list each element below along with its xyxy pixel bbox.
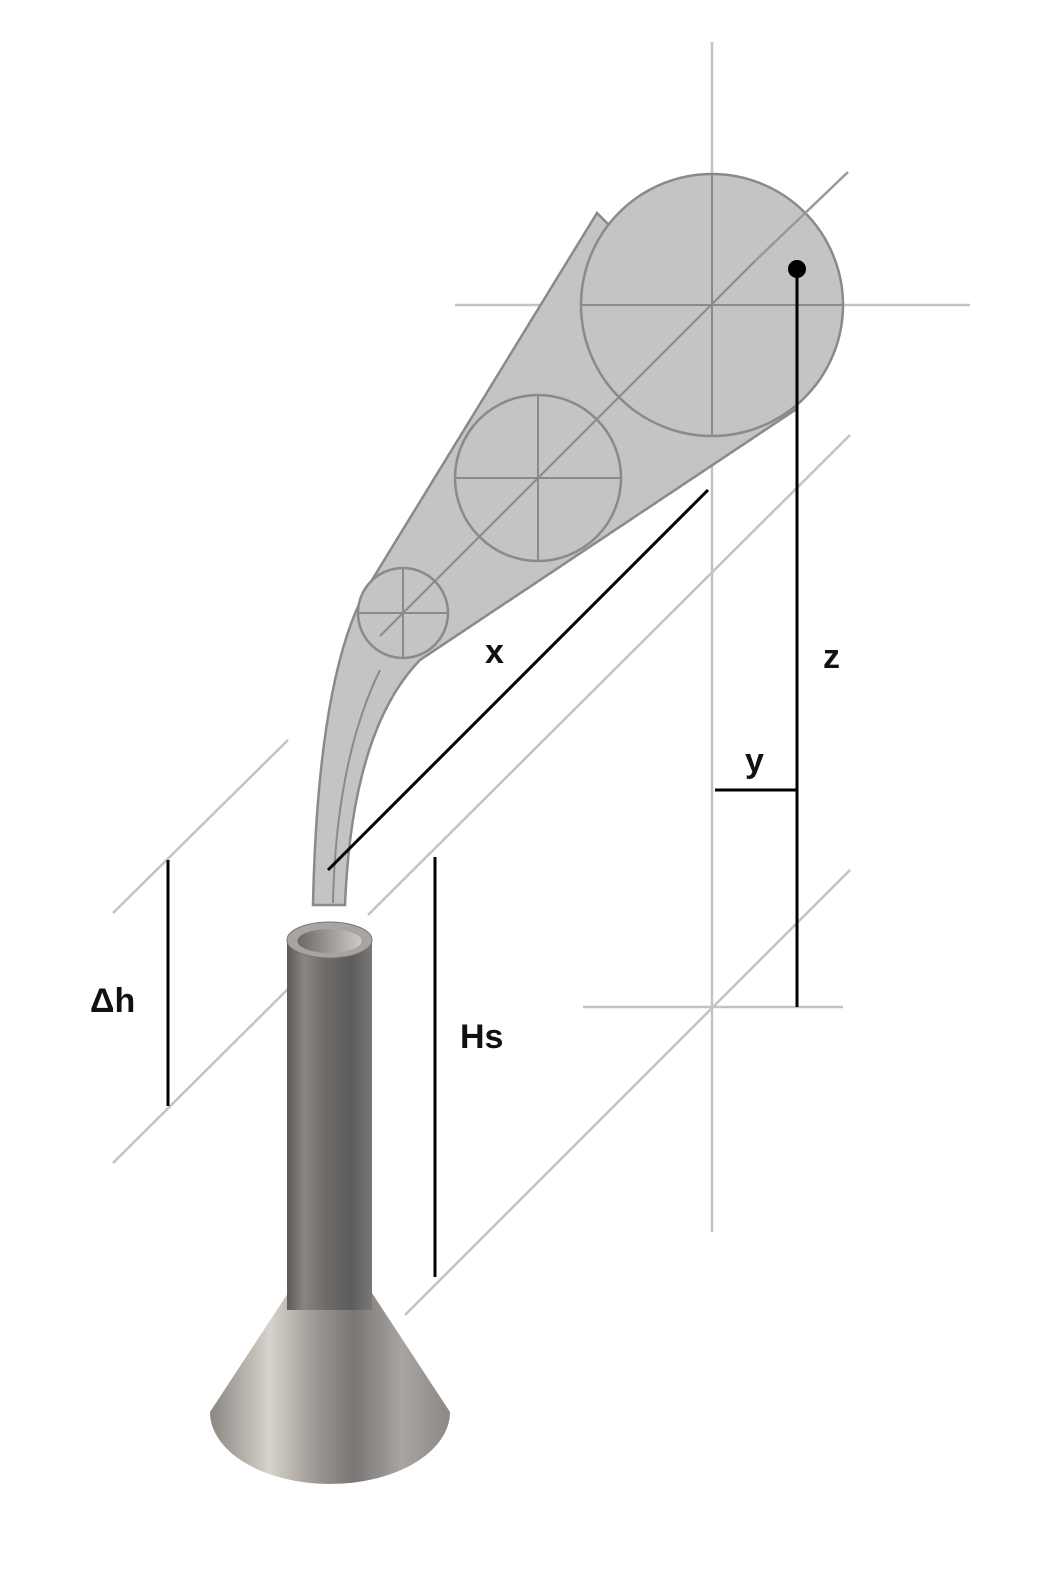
guide-lines xyxy=(112,42,970,1316)
plume-inner-edge xyxy=(332,669,381,904)
plume xyxy=(311,171,849,907)
stack-opening xyxy=(297,929,362,953)
stack xyxy=(210,921,450,1484)
diagonal-guide-stack-top xyxy=(112,974,303,1164)
plume-centerline xyxy=(754,171,849,262)
stack-base-cone xyxy=(210,1290,450,1484)
stack-chimney xyxy=(287,940,372,1310)
diagonal-guide-plume-height xyxy=(112,739,289,914)
delta-h-label: Δh xyxy=(90,982,135,1020)
x-label: x xyxy=(485,633,504,671)
x-dimension-line xyxy=(326,488,710,872)
diagonal-guide-upper xyxy=(367,434,851,916)
y-label: y xyxy=(745,742,764,780)
cross-section-crosshairs xyxy=(358,174,843,658)
hs-label: Hs xyxy=(460,1018,503,1056)
z-label: z xyxy=(823,638,840,676)
diagonal-guide-ground xyxy=(404,869,851,1316)
